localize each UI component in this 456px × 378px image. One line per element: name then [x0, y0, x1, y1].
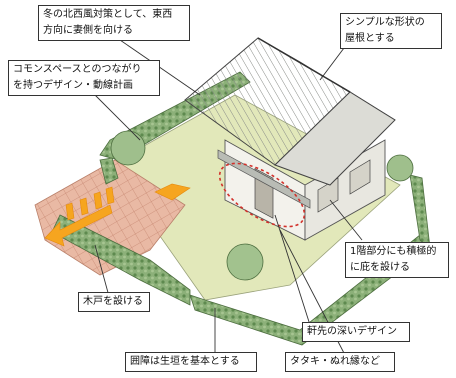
roof-side — [274, 91, 396, 186]
circulation-arrows — [44, 183, 191, 247]
callout-wooden-gate-line1: 木戸を設ける — [83, 296, 143, 307]
callout-hedge-fence: 囲障は生垣を基本とする — [125, 352, 257, 372]
callout-north-west-wind-line1: 冬の北西風対策として、東西 — [43, 9, 173, 20]
callout-commons-space-line2: を持つデザイン・動線計画 — [13, 80, 133, 91]
callout-wooden-gate: 木戸を設ける — [78, 292, 150, 312]
callout-north-west-wind-line2: 方向に妻側を向ける — [43, 25, 133, 36]
callout-simple-roof: シンプルな形状の 屋根とする — [340, 13, 442, 49]
callout-tataki-line1: タタキ・ぬれ縁など — [290, 356, 380, 367]
callout-commons-space: コモンスペースとのつながり を持つデザイン・動線計画 — [8, 60, 160, 96]
callout-simple-roof-line2: 屋根とする — [345, 33, 395, 44]
tataki-highlight — [218, 162, 306, 228]
paving-path — [34, 159, 186, 276]
callout-ground-floor-eaves-line2: に庇を設ける — [350, 262, 410, 273]
callout-ground-floor-eaves: 1階部分にも積極的 に庇を設ける — [345, 242, 449, 278]
callout-north-west-wind: 冬の北西風対策として、東西 方向に妻側を向ける — [38, 5, 190, 41]
tree-right — [386, 154, 414, 182]
callout-deep-eaves-line1: 軒先の深いデザイン — [307, 326, 397, 337]
side-window-2 — [349, 159, 371, 195]
tree-left — [110, 130, 146, 166]
hedge-left — [99, 157, 119, 185]
ground-eaves — [217, 149, 311, 209]
callout-commons-space-line1: コモンスペースとのつながり — [13, 64, 142, 75]
callout-ground-floor-eaves-line1: 1階部分にも積極的 — [350, 246, 437, 257]
hedge-right — [409, 174, 431, 249]
callout-tataki: タタキ・ぬれ縁など — [285, 352, 395, 372]
callout-simple-roof-line1: シンプルな形状の — [345, 17, 425, 28]
tree-front — [226, 243, 264, 281]
callout-deep-eaves: 軒先の深いデザイン — [302, 322, 410, 342]
callout-hedge-fence-line1: 囲障は生垣を基本とする — [130, 356, 240, 367]
